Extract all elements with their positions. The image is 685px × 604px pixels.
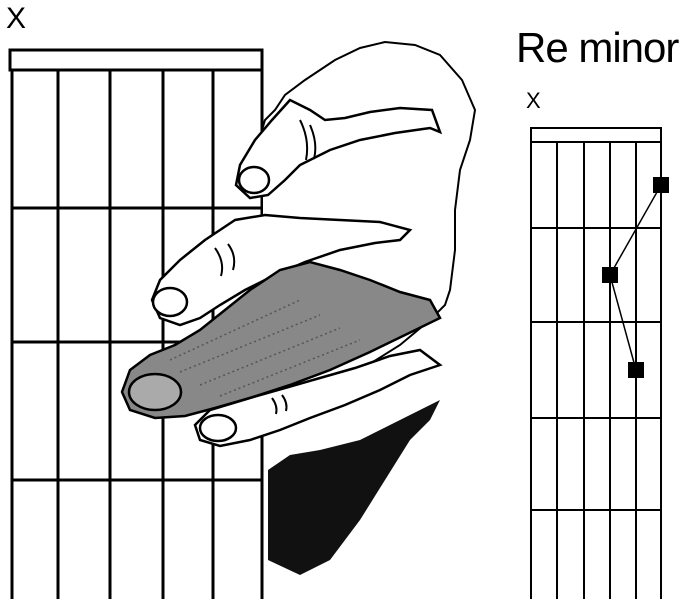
left-nut: [10, 50, 262, 70]
chord-title: Re minor: [516, 24, 678, 72]
lower-fingernail: [200, 415, 236, 441]
top-fingernail: [239, 167, 269, 193]
finger-dot-3: [628, 362, 644, 378]
hand-icon: [122, 42, 475, 575]
finger-dot-1: [653, 177, 669, 193]
right-nut: [531, 128, 661, 142]
middle-fingernail: [153, 288, 187, 316]
barre-fingernail: [129, 374, 181, 410]
right-muted-marker: X: [526, 90, 541, 112]
finger-dot-2: [602, 267, 618, 283]
left-muted-marker: X: [6, 4, 26, 34]
palm-shadow: [268, 400, 440, 575]
